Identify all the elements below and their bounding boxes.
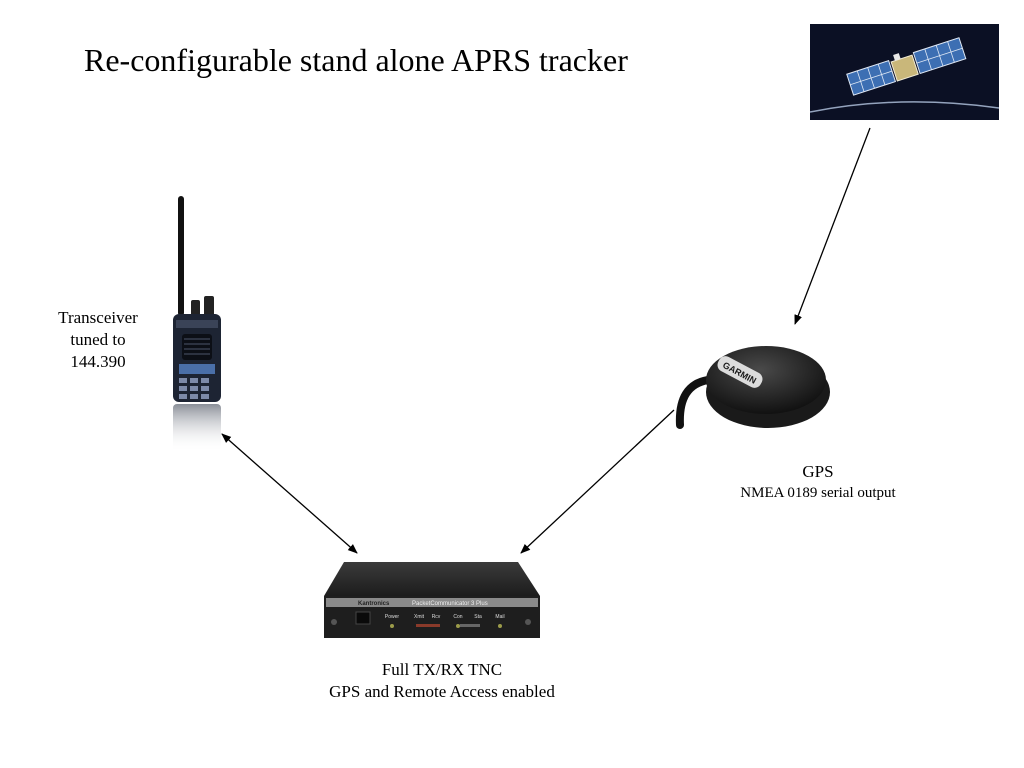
gps-label-detail: NMEA 0189 serial output (740, 485, 896, 501)
led-label-power: Power (385, 614, 400, 620)
led-label-sta: Sta (474, 614, 482, 620)
led-label-rcv: Rcv (432, 614, 441, 620)
transceiver-label-line2: tuned to (70, 330, 126, 349)
led-label-mail: Mail (495, 614, 504, 620)
transceiver-label: Transceiver tuned to 144.390 (38, 307, 158, 373)
tnc-brand-label: Kantronics (358, 601, 390, 607)
arrow-radio-tnc (221, 433, 358, 554)
tnc-label-line1: Full TX/RX TNC (381, 660, 503, 679)
page-title: Re-configurable stand alone APRS tracker (84, 42, 628, 78)
gps-receiver-icon: GARMIN (670, 330, 835, 435)
arrow-satellite-to-gps (794, 127, 871, 325)
transceiver-label-line3: 144.390 (70, 352, 126, 371)
tnc-box-icon: Kantronics PacketCommunicator 3 Plus Pow… (320, 560, 544, 642)
tnc-label: Full TX/RX TNC GPS and Remote Access ena… (272, 659, 612, 703)
arrow-gps-to-tnc (520, 409, 675, 554)
gps-label: GPS NMEA 0189 serial output (698, 461, 938, 503)
handheld-radio-icon (160, 192, 230, 454)
led-label-xmit: Xmit (414, 614, 425, 620)
tnc-label-line2: GPS and Remote Access enabled (329, 682, 555, 701)
satellite-photo-icon (810, 24, 999, 120)
tnc-model-label: PacketCommunicator 3 Plus (412, 601, 488, 607)
gps-label-name: GPS (802, 462, 834, 481)
led-label-con: Con (453, 614, 462, 620)
transceiver-label-line1: Transceiver (58, 308, 138, 327)
